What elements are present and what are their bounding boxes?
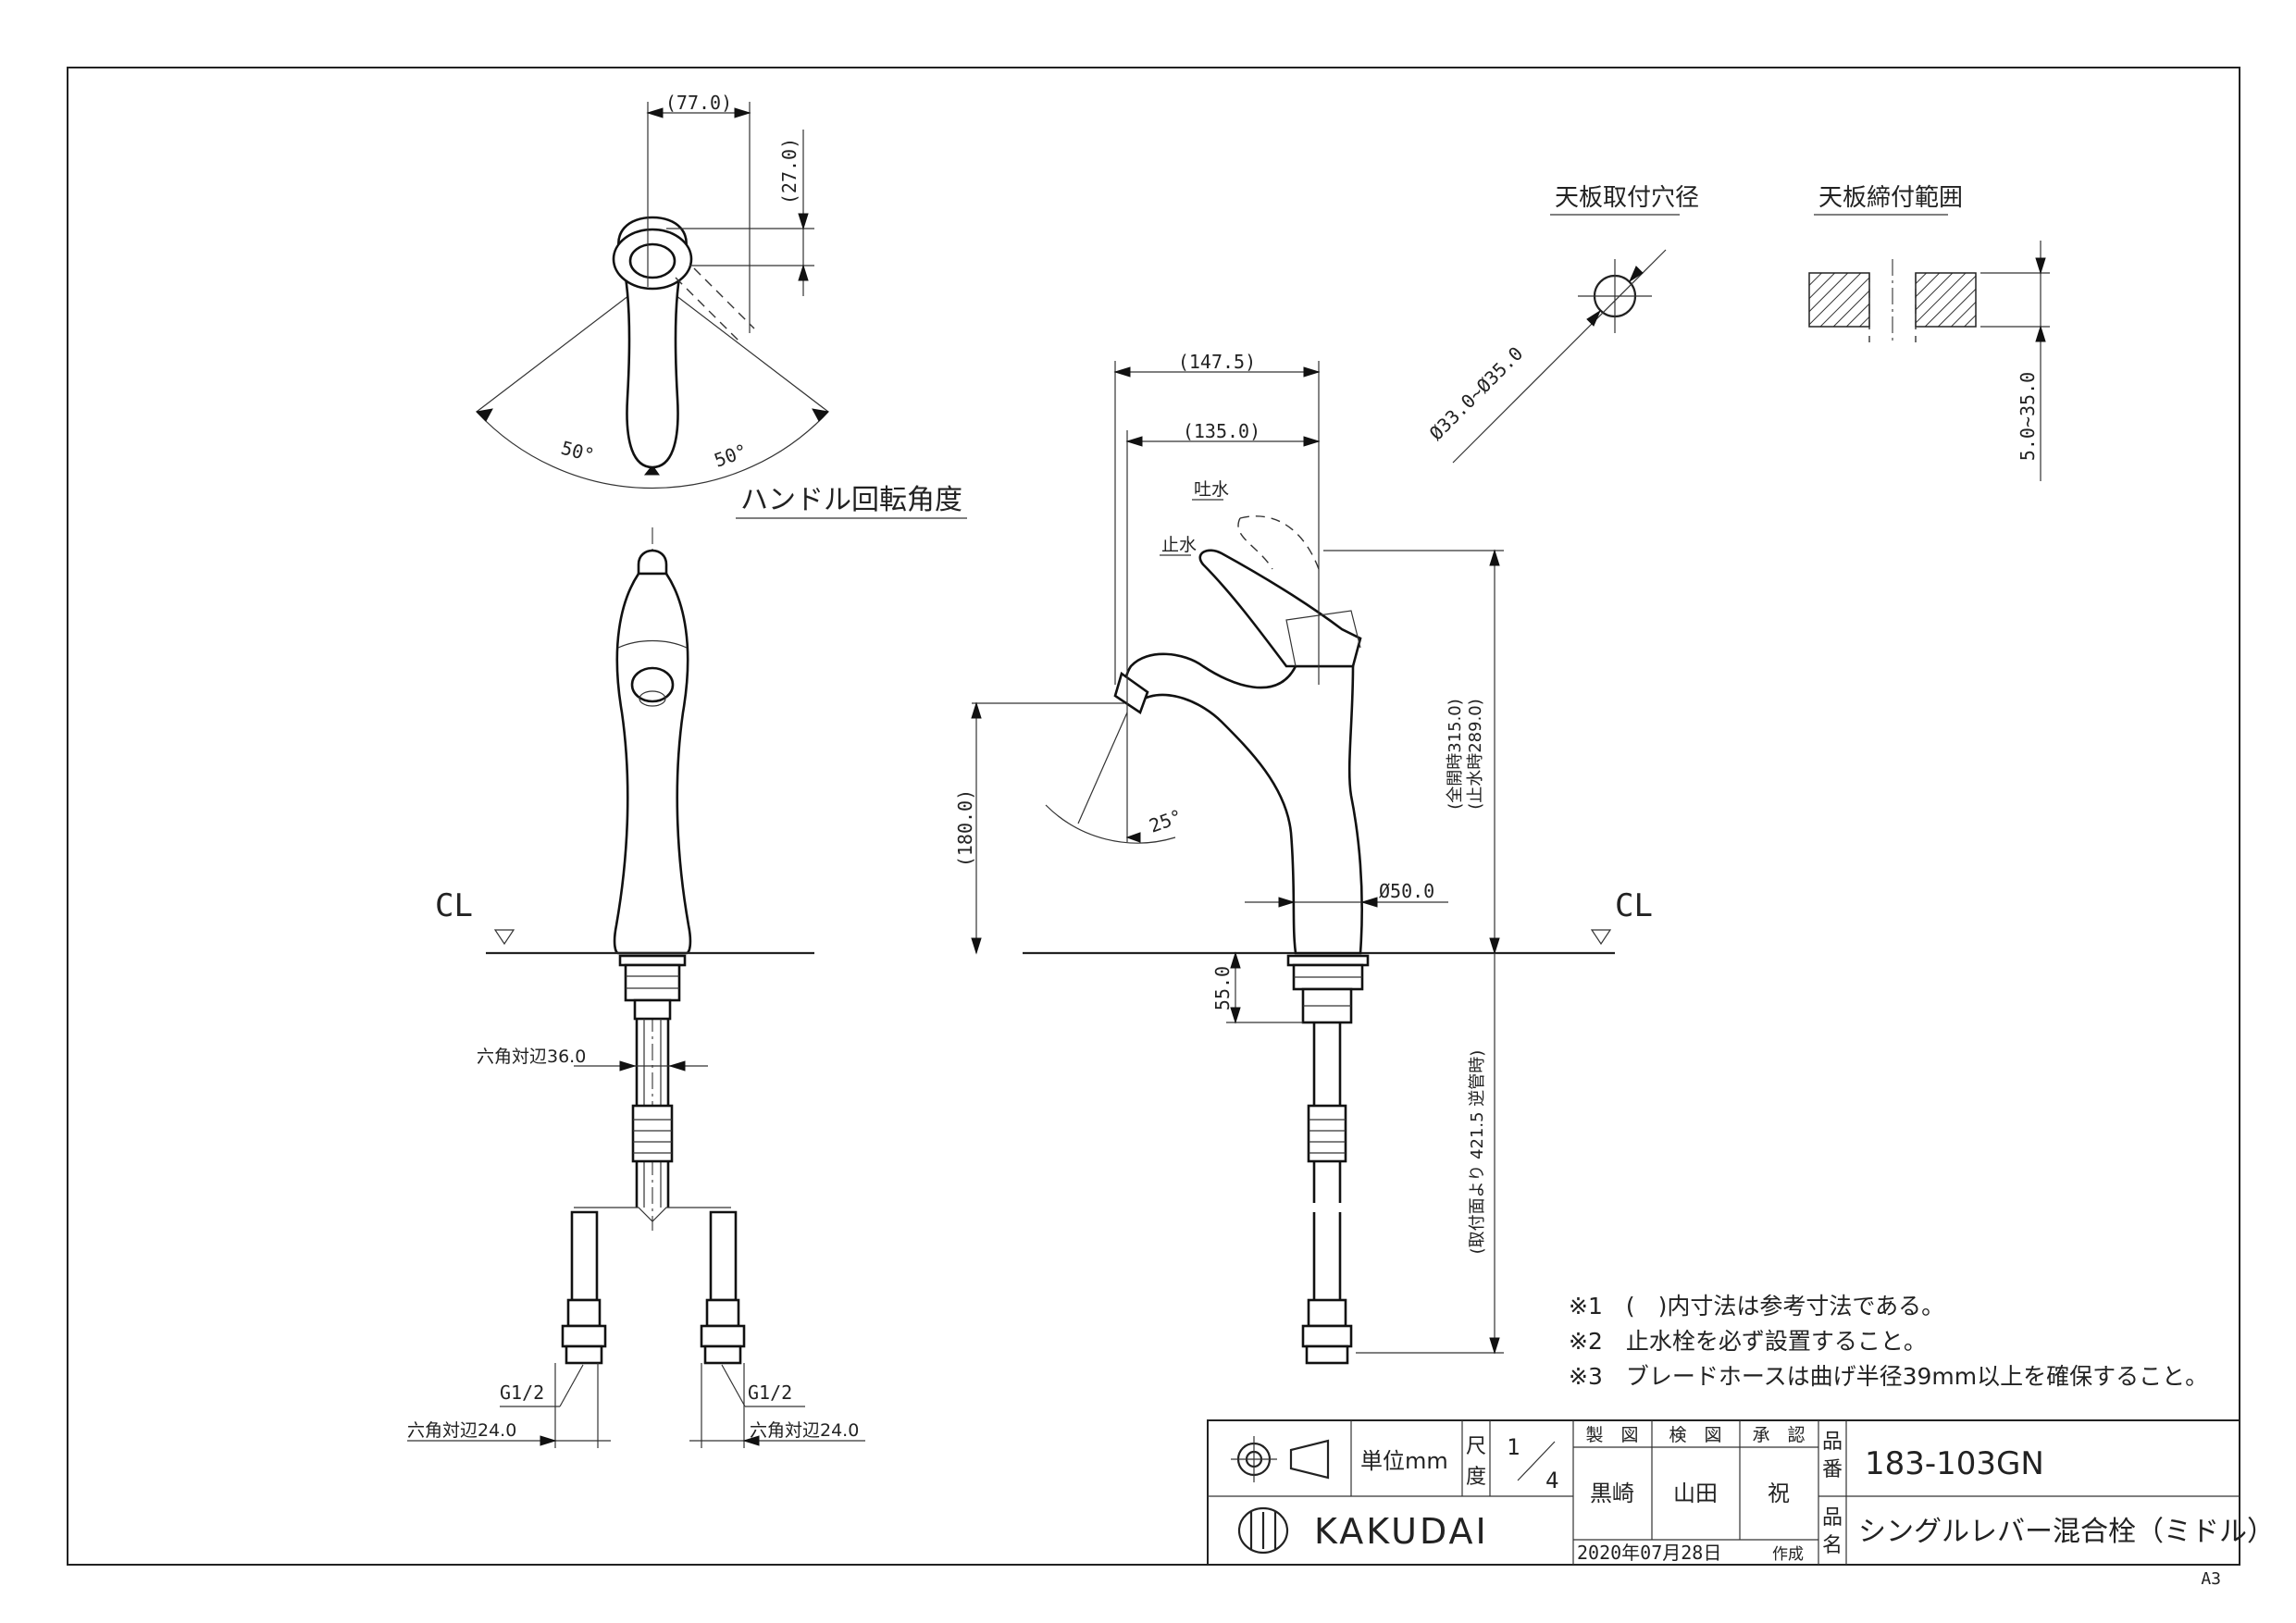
- note-3: ※3 ブレードホースは曲げ半径39mm以上を確保すること。: [1569, 1363, 2208, 1390]
- hex-bottom-right-label: 六角対辺24.0: [750, 1420, 859, 1441]
- scale-label-2: 度: [1466, 1466, 1486, 1489]
- front-view: CL 六角対辺36.0: [407, 527, 865, 1448]
- part-no-label-2: 番: [1822, 1458, 1843, 1481]
- logo-text: KAKUDAI: [1314, 1511, 1489, 1552]
- thickness: 5.0~35.0: [2017, 372, 2039, 461]
- mount-thickness-detail: 天板締付範囲 5.0~35.0: [1808, 184, 2050, 481]
- part-name-label-2: 名: [1822, 1534, 1843, 1557]
- mount-hole-detail: 天板取付穴径 Ø33.0~Ø35.0: [1425, 184, 1699, 464]
- angle-right: 50°: [712, 440, 751, 472]
- scale-num: 1: [1507, 1434, 1520, 1460]
- handle-rotation-label: ハンドル回転角度: [740, 484, 962, 516]
- right-nut: [700, 1298, 746, 1365]
- spout-water-label: 吐水: [1194, 479, 1229, 500]
- sheet-border: [67, 67, 2240, 1566]
- mount-thickness-label: 天板締付範囲: [1818, 184, 1963, 212]
- notes: ※1 ( )内寸法は参考寸法である。 ※2 止水栓を必ず設置すること。 ※3 ブ…: [1569, 1293, 2208, 1390]
- dim-77: (77.0): [665, 92, 732, 114]
- top-view: (77.0) (27.0) 50° 50° ハンドル回転角度: [475, 92, 967, 519]
- title-block: 単位mm 尺 度 1 4 製 図 検 図 承 認 黒崎 山田 祝 品 番 183…: [1207, 1419, 2275, 1566]
- g-left-label: G1/2: [500, 1381, 544, 1404]
- hex-top-label: 六角対辺36.0: [477, 1047, 586, 1067]
- hex-bottom-left-label: 六角対辺24.0: [407, 1420, 516, 1441]
- part-name: シングルレバー混合栓（ミドル）: [1858, 1516, 2275, 1548]
- note-2: ※2 止水栓を必ず設置すること。: [1569, 1328, 1927, 1355]
- unit: 単位mm: [1360, 1448, 1448, 1474]
- kakudai-logo-icon: [1237, 1506, 1289, 1555]
- dim-27: (27.0): [778, 138, 800, 204]
- side-view: CL 吐水 止水 (147.5) (135.0) (180.0): [954, 351, 1653, 1365]
- hole-dia: Ø33.0~Ø35.0: [1425, 342, 1528, 445]
- hose-length: (取付面より 421.5 逆管時): [1468, 1050, 1487, 1255]
- scale-den: 4: [1545, 1468, 1558, 1493]
- part-name-label-1: 品: [1822, 1506, 1843, 1530]
- cl-left: CL: [435, 887, 473, 924]
- part-no: 183-103GN: [1865, 1445, 2044, 1482]
- part-no-label-1: 品: [1822, 1431, 1843, 1454]
- date: 2020年07月28日: [1577, 1542, 1721, 1564]
- made-by: 黒崎: [1590, 1481, 1634, 1506]
- g-right-label: G1/2: [748, 1381, 792, 1404]
- dim-180: (180.0): [954, 789, 976, 867]
- angle-left: 50°: [559, 437, 597, 467]
- note-1: ※1 ( )内寸法は参考寸法である。: [1569, 1293, 1944, 1319]
- dim-147: (147.5): [1178, 351, 1256, 373]
- cl-right: CL: [1615, 887, 1653, 924]
- projection-symbol-icon: [1231, 1436, 1330, 1482]
- approved-by: 祝: [1768, 1481, 1790, 1506]
- angle-spout: 25°: [1147, 805, 1185, 837]
- left-nut: [561, 1298, 607, 1365]
- created-label: 作成: [1772, 1545, 1804, 1564]
- sheet-size: A3: [2201, 1569, 2221, 1589]
- checked-by: 山田: [1673, 1481, 1718, 1506]
- approved-label: 承 認: [1752, 1425, 1805, 1445]
- dim-50: Ø50.0: [1379, 880, 1434, 902]
- checked-label: 検 図: [1669, 1425, 1721, 1445]
- mount-hole-label: 天板取付穴径: [1555, 184, 1699, 212]
- made-by-label: 製 図: [1585, 1425, 1638, 1445]
- scale-label-1: 尺: [1466, 1435, 1486, 1458]
- height-open: (全開時315.0): [1446, 699, 1465, 810]
- stop-water-label: 止水: [1161, 535, 1197, 555]
- dim-55: 55.0: [1211, 966, 1234, 1010]
- dim-135: (135.0): [1183, 420, 1260, 442]
- height-closed: (止水時289.0): [1466, 699, 1485, 810]
